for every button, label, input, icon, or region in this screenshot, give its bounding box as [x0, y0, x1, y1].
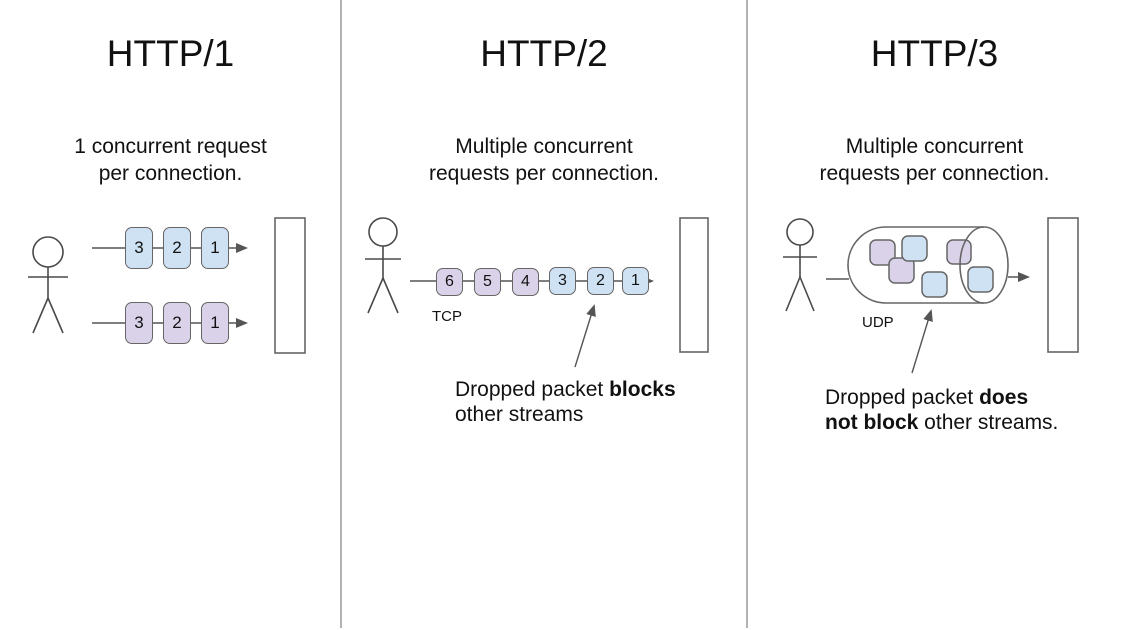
panel-subtitle-http1: 1 concurrent request per connection. [0, 133, 341, 187]
packet: 1 [622, 267, 649, 295]
tunnel-packet-purple [888, 257, 915, 284]
subtitle-line: 1 concurrent request [74, 135, 267, 158]
packet: 6 [436, 268, 463, 296]
note-bold-text: blocks [609, 378, 676, 401]
tcp-label: TCP [432, 308, 462, 325]
note-line: Dropped packet does [825, 385, 1058, 410]
packet: 3 [125, 302, 153, 344]
tunnel-mouth [959, 226, 1009, 304]
client-stick-figure-icon [783, 218, 817, 312]
panel-title-http2: HTTP/2 [480, 33, 608, 74]
dropped-packet-pointer-arrow [911, 309, 933, 374]
client-stick-figure-icon [28, 236, 68, 334]
udp-label: UDP [862, 314, 894, 331]
server-rect [679, 217, 709, 353]
packet: 3 [549, 267, 576, 295]
note-bold-text: does [979, 386, 1029, 409]
subtitle-line: per connection. [98, 162, 243, 185]
client-stick-figure-icon [365, 217, 401, 314]
note-text: other streams. [918, 411, 1059, 434]
packet: 1 [201, 227, 229, 269]
dropped-packet-pointer-arrow [574, 304, 596, 368]
packet: 4 [512, 268, 539, 296]
subtitle-line: requests per connection. [819, 162, 1050, 185]
panel-title-http1: HTTP/1 [106, 33, 235, 74]
packet: 2 [163, 302, 191, 344]
subtitle-line: Multiple concurrent [455, 135, 633, 158]
packet: 2 [163, 227, 191, 269]
packet: 2 [587, 267, 614, 295]
subtitle-line: Multiple concurrent [845, 135, 1024, 158]
note-bold-text: not block [825, 411, 919, 434]
note-line: other streams [455, 403, 584, 426]
packet: 5 [474, 268, 501, 296]
server-rect [274, 217, 306, 354]
panel-subtitle-http2: Multiple concurrent requests per connect… [341, 133, 747, 187]
server-rect [1047, 217, 1079, 353]
tunnel-packet-blue [967, 266, 994, 293]
panel-title-http3: HTTP/3 [870, 33, 999, 74]
tunnel-packet-purple [946, 239, 972, 265]
http3-dropped-packet-note: Dropped packet does not block other stre… [825, 385, 1058, 435]
tunnel-packets [869, 235, 972, 298]
note-line: not block other streams. [825, 410, 1058, 435]
tunnel-packet-blue [901, 235, 928, 262]
subtitle-line: requests per connection. [429, 162, 659, 185]
tunnel-packet-blue [921, 271, 948, 298]
packet: 1 [201, 302, 229, 344]
note-line: Dropped packet blocks [455, 377, 676, 402]
panel-subtitle-http3: Multiple concurrent requests per connect… [747, 133, 1122, 187]
tunnel-packet-purple [869, 239, 896, 266]
note-text: Dropped packet [825, 386, 980, 409]
note-text: Dropped packet [455, 378, 610, 401]
http2-dropped-packet-note: Dropped packet blocks other streams [455, 377, 676, 427]
packet: 3 [125, 227, 153, 269]
